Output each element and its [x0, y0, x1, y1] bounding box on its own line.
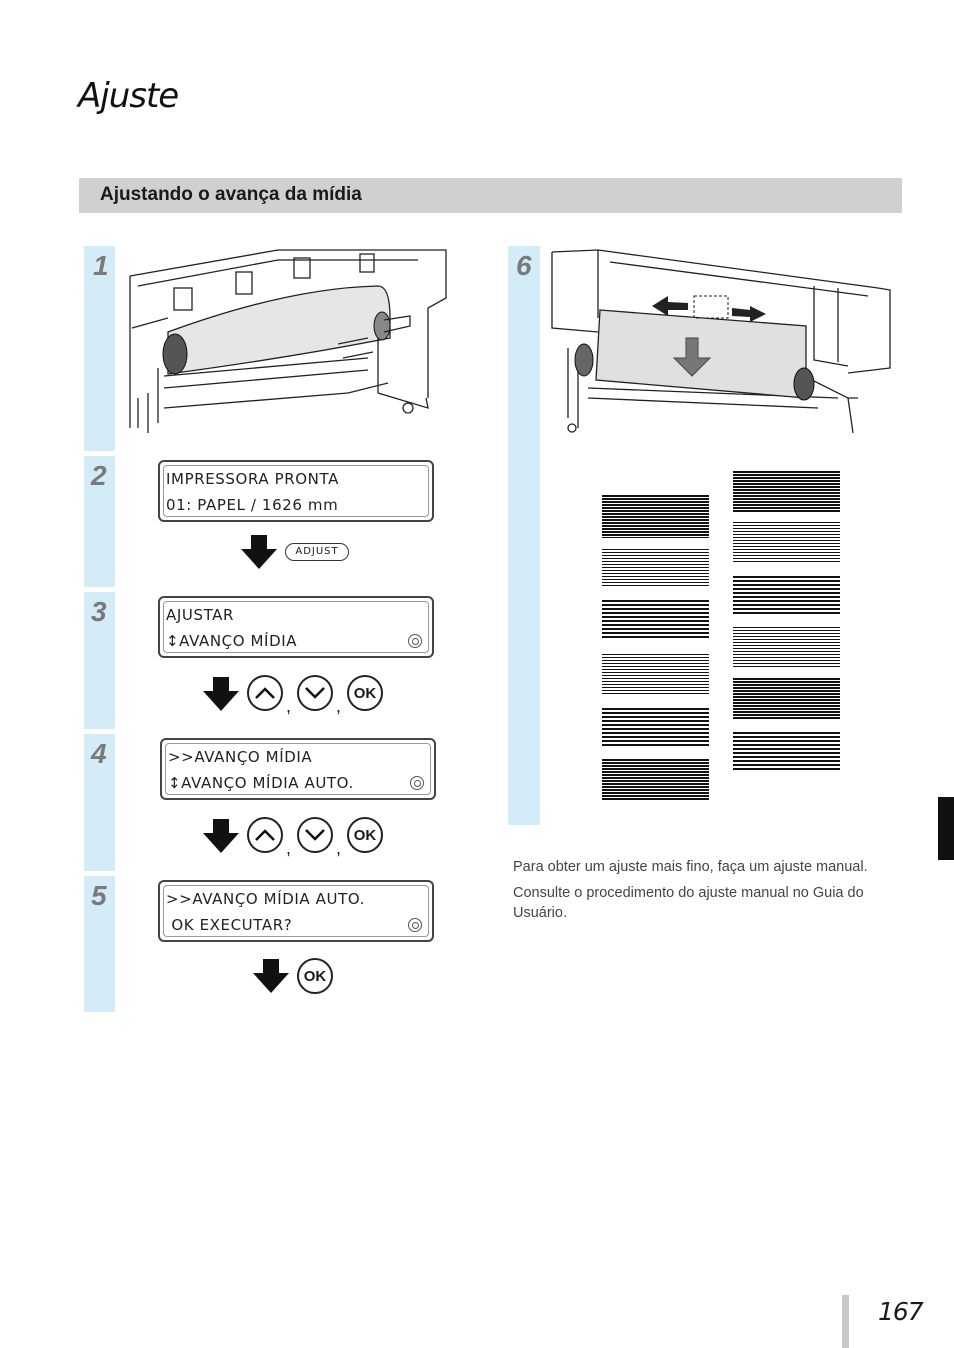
ok-button-label: OK — [353, 826, 377, 844]
down-button[interactable] — [297, 675, 333, 711]
section-header-bar — [79, 178, 902, 213]
lcd-panel-step-5: >>AVANÇO MÍDIA AUTO. OK EXECUTAR? — [158, 880, 434, 942]
step-number-5: 5 — [91, 880, 107, 911]
up-button[interactable] — [247, 675, 283, 711]
step-4-column — [84, 734, 115, 871]
down-button[interactable] — [297, 817, 333, 853]
step-number-4: 4 — [91, 738, 107, 769]
step-number-3: 3 — [91, 596, 107, 627]
note-line-1: Para obter um ajuste mais fino, faça um … — [513, 859, 868, 875]
down-button-icon — [305, 829, 325, 841]
ok-button[interactable]: OK — [347, 675, 383, 711]
lcd-line-2: OK EXECUTAR? — [166, 916, 293, 934]
step-2-column — [84, 456, 115, 587]
lcd-line-2: ↕AVANÇO MÍDIA AUTO. — [168, 774, 354, 792]
step-number-2: 2 — [91, 460, 107, 491]
down-arrow-icon — [203, 677, 239, 711]
up-button-icon — [255, 829, 275, 841]
step-number-1: 1 — [93, 250, 109, 281]
up-button-icon — [255, 687, 275, 699]
lcd-line-1: AJUSTAR — [166, 606, 235, 624]
lcd-line-1: >>AVANÇO MÍDIA AUTO. — [166, 890, 366, 908]
section-title: Ajustando o avança da mídia — [100, 184, 362, 205]
down-arrow-icon — [241, 535, 277, 569]
adjust-button[interactable]: ADJUST — [285, 543, 349, 561]
step-5-column — [84, 876, 115, 1012]
printer-illustration — [129, 249, 447, 433]
lcd-panel-step-4: >>AVANÇO MÍDIA ↕AVANÇO MÍDIA AUTO. — [160, 738, 436, 800]
note-line-2: Consulte o procedimento do ajuste manual… — [513, 885, 864, 921]
down-button-icon — [305, 687, 325, 699]
step-6-column — [508, 246, 540, 825]
step-3-column — [84, 592, 115, 729]
step-1-column — [84, 246, 115, 451]
page-title: Ajuste — [78, 76, 179, 116]
ok-button[interactable]: OK — [297, 958, 333, 994]
ok-button[interactable]: OK — [347, 817, 383, 853]
lcd-indicator-icon — [410, 776, 424, 790]
up-button[interactable] — [247, 817, 283, 853]
lcd-panel-step-2: IMPRESSORA PRONTA 01: PAPEL / 1626 mm — [158, 460, 434, 522]
ok-button-label: OK — [303, 967, 327, 985]
lcd-line-1: >>AVANÇO MÍDIA — [168, 748, 313, 766]
down-arrow-icon — [253, 959, 289, 993]
page-number: 167 — [878, 1297, 924, 1326]
printer-head-illustration — [551, 249, 891, 434]
step-number-6: 6 — [516, 250, 532, 281]
lcd-line-2: 01: PAPEL / 1626 mm — [166, 496, 339, 514]
separator-comma: , — [286, 838, 292, 858]
page-number-bar — [842, 1295, 849, 1348]
ok-button-label: OK — [353, 684, 377, 702]
down-arrow-icon — [203, 819, 239, 853]
lcd-indicator-icon — [408, 918, 422, 932]
lcd-line-2: ↕AVANÇO MÍDIA — [166, 632, 298, 650]
separator-comma: , — [336, 838, 342, 858]
lcd-indicator-icon — [408, 634, 422, 648]
separator-comma: , — [286, 696, 292, 716]
lcd-line-1: IMPRESSORA PRONTA — [166, 470, 339, 488]
separator-comma: , — [336, 696, 342, 716]
lcd-panel-step-3: AJUSTAR ↕AVANÇO MÍDIA — [158, 596, 434, 658]
chapter-thumb-tab — [938, 797, 954, 860]
test-pattern — [602, 470, 840, 800]
